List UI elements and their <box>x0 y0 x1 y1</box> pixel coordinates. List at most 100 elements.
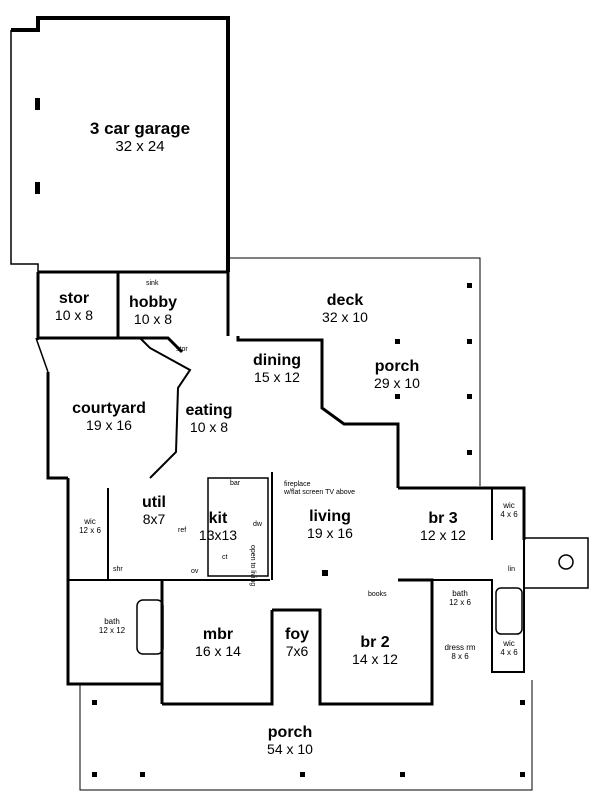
room-hobby: hobby 10 x 8 <box>118 294 188 327</box>
note-shr: shr <box>113 566 123 573</box>
room-dims: 12 x 12 <box>98 625 126 635</box>
post <box>467 394 472 399</box>
room-courtyard: courtyard 19 x 16 <box>56 400 162 433</box>
room-dims: 29 x 10 <box>374 374 420 391</box>
room-dims: 4 x 6 <box>500 509 518 519</box>
room-name: porch <box>374 358 420 375</box>
room-dims: 12 x 6 <box>79 525 101 535</box>
note-bar: bar <box>230 480 241 487</box>
post <box>140 772 145 777</box>
room-name: br 3 <box>428 510 458 527</box>
room-dims: 10 x 8 <box>189 418 229 435</box>
room-dims: 10 x 8 <box>54 306 94 323</box>
room-name: dress rm <box>444 643 476 652</box>
room-dims: 10 x 8 <box>133 310 173 327</box>
note-dw: dw <box>253 521 262 528</box>
room-util: util 8x7 <box>134 494 174 527</box>
dining-walls <box>236 336 400 488</box>
fireplace-fixture <box>558 554 574 570</box>
room-deck: deck 32 x 10 <box>310 292 380 325</box>
room-wic-br2: wic 4 x 6 <box>494 639 524 658</box>
room-name: mbr <box>202 626 234 643</box>
room-name: eating <box>185 402 233 419</box>
post <box>467 339 472 344</box>
room-name: courtyard <box>72 400 146 417</box>
room-name: bath <box>104 617 120 626</box>
room-dims: 15 x 12 <box>254 368 300 385</box>
left-wing-outer <box>66 478 162 686</box>
master-tub <box>136 599 164 655</box>
post <box>467 450 472 455</box>
room-bath-shared: bath 12 x 6 <box>440 589 480 608</box>
br3-walls <box>398 486 526 540</box>
room-dims: 4 x 6 <box>500 647 518 657</box>
kitchen-counter <box>207 477 269 577</box>
garage-walls <box>11 16 230 272</box>
room-bath-master: bath 12 x 12 <box>92 617 132 636</box>
post <box>520 772 525 777</box>
post <box>92 772 97 777</box>
post <box>520 700 525 705</box>
room-br2: br 2 14 x 12 <box>338 634 412 667</box>
room-dress-rm: dress rm 8 x 6 <box>438 643 482 662</box>
room-name: 3 car garage <box>89 119 191 138</box>
room-foy: foy 7x6 <box>278 626 316 659</box>
room-name: dining <box>253 352 301 369</box>
room-porch-rear: porch 29 x 10 <box>360 358 434 391</box>
room-stor: stor 10 x 8 <box>44 290 104 323</box>
room-name: kit <box>208 510 228 527</box>
post <box>400 772 405 777</box>
room-eating: eating 10 x 8 <box>176 402 242 435</box>
bath-walls <box>432 540 525 673</box>
room-mbr: mbr 16 x 14 <box>180 626 256 659</box>
note-fireplace-2: w/flat screen TV above <box>284 489 356 496</box>
room-name: wic <box>503 501 515 510</box>
room-dims: 19 x 16 <box>307 524 353 541</box>
room-dims: 32 x 24 <box>115 137 165 155</box>
room-dims: 12 x 12 <box>420 526 466 543</box>
room-dims: 8 x 6 <box>451 651 469 661</box>
room-wic-left: wic 12 x 6 <box>74 517 106 536</box>
room-wic-br3: wic 4 x 6 <box>494 501 524 520</box>
front-porch-outline <box>79 680 533 791</box>
room-dims: 14 x 12 <box>352 650 398 667</box>
room-dims: 19 x 16 <box>86 416 132 433</box>
note-ct: ct <box>222 554 228 561</box>
room-kit: kit 13x13 <box>190 510 246 543</box>
note-sink: sink <box>146 280 159 287</box>
note-ref: ref <box>178 527 187 534</box>
note-fireplace-1: fireplace <box>284 481 311 488</box>
note-books: books <box>368 591 387 598</box>
stor-walls <box>36 272 120 340</box>
post <box>395 339 400 344</box>
foyer-walls <box>272 578 434 706</box>
room-garage: 3 car garage 32 x 24 <box>60 119 220 155</box>
courtyard-divider <box>35 337 49 373</box>
room-name: stor <box>58 290 90 307</box>
post <box>322 570 328 576</box>
post <box>92 700 97 705</box>
room-name: bath <box>452 589 468 598</box>
hobby-walls <box>118 336 184 354</box>
note-stor-small: stor <box>176 346 188 353</box>
room-dining: dining 15 x 12 <box>240 352 314 385</box>
courtyard-eating-edge <box>139 337 192 479</box>
note-lin: lin <box>508 566 516 573</box>
garage-open-edge <box>10 30 39 340</box>
note-ov: ov <box>191 568 199 575</box>
room-name: foy <box>285 626 309 643</box>
room-br3: br 3 12 x 12 <box>408 510 478 543</box>
room-dims: 13x13 <box>198 526 238 543</box>
post <box>35 98 40 110</box>
room-dims: 54 x 10 <box>267 740 313 757</box>
shared-tub <box>495 587 523 635</box>
room-dims: 8x7 <box>142 510 166 527</box>
note-open-to-living: open to living <box>249 545 256 587</box>
room-name: deck <box>326 292 364 309</box>
room-dims: 16 x 14 <box>195 642 241 659</box>
room-name: br 2 <box>360 634 390 651</box>
room-name: porch <box>267 724 313 741</box>
room-name: util <box>142 494 166 511</box>
